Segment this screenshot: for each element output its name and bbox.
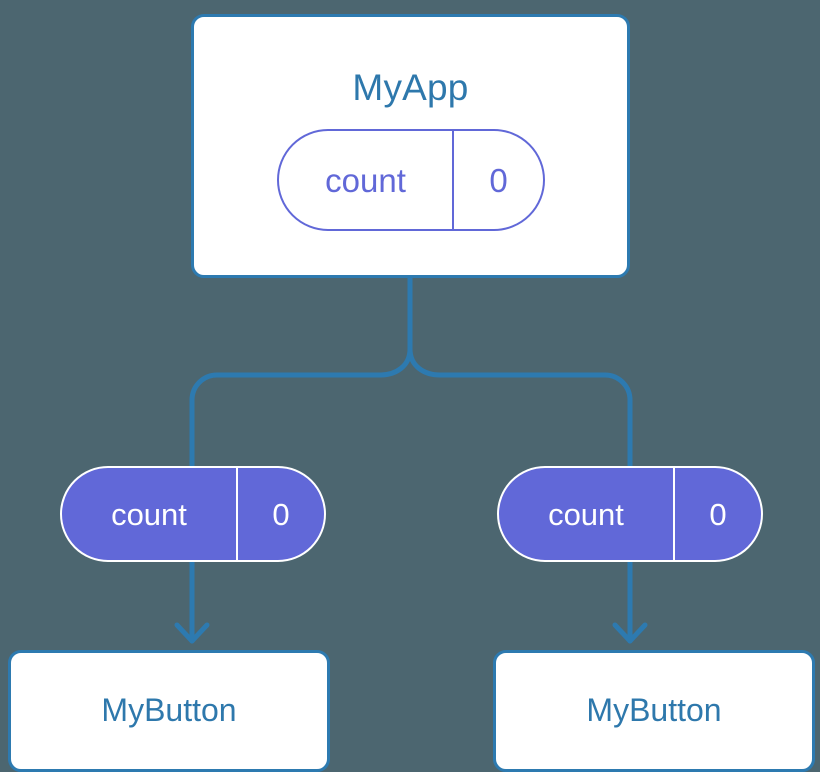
prop-pill-key: count xyxy=(548,496,624,532)
arrow-left-head xyxy=(174,622,210,644)
prop-pill-left-count[interactable]: count 0 xyxy=(60,466,326,562)
arrow-right-head xyxy=(612,622,648,644)
prop-pill-value: 0 xyxy=(672,468,761,560)
prop-pill-value: 0 xyxy=(235,468,324,560)
component-card-mybutton-right[interactable]: MyButton xyxy=(493,650,815,772)
state-pill-value: 0 xyxy=(452,131,543,229)
prop-pill-right-count[interactable]: count 0 xyxy=(497,466,763,562)
component-card-mybutton-left[interactable]: MyButton xyxy=(8,650,330,772)
component-title-mybutton: MyButton xyxy=(586,692,722,728)
state-pill-myapp-count[interactable]: count 0 xyxy=(277,129,545,231)
state-pill-key: count xyxy=(325,161,406,199)
component-title-mybutton: MyButton xyxy=(101,692,237,728)
component-title-myapp: MyApp xyxy=(352,67,469,108)
prop-pill-key: count xyxy=(111,496,187,532)
